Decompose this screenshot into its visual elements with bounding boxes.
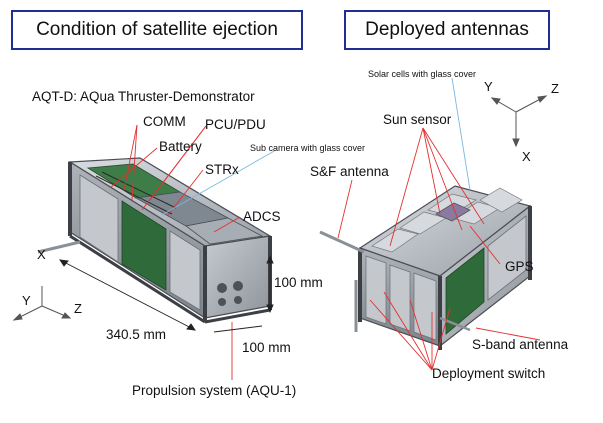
left-axis-z-label: Z bbox=[74, 301, 82, 316]
label-deployment-switch: Deployment switch bbox=[432, 366, 546, 381]
left-dimension-lines bbox=[59, 254, 274, 333]
label-adcs: ADCS bbox=[243, 209, 281, 224]
right-sat-side-panel bbox=[389, 264, 411, 332]
right-sat-side-panel bbox=[413, 272, 437, 341]
label-gps: GPS bbox=[505, 259, 534, 274]
left-sat-side-panel bbox=[169, 230, 201, 311]
right-axis-z-label: Z bbox=[551, 81, 559, 96]
label-comm: COMM bbox=[143, 114, 186, 129]
label-width-100mm: 100 mm bbox=[242, 340, 291, 355]
left-sat-end-face bbox=[204, 235, 271, 319]
left-sat-thruster-port bbox=[217, 283, 227, 293]
left-sat-solar-panel bbox=[121, 200, 167, 291]
right-satellite bbox=[319, 185, 532, 350]
label-battery: Battery bbox=[159, 139, 202, 154]
right-sat-end-panel bbox=[487, 215, 527, 301]
label-height-100mm: 100 mm bbox=[274, 275, 323, 290]
caption-aqt-d: AQT-D: AQua Thruster-Demonstrator bbox=[32, 89, 255, 104]
label-solar-cells: Solar cells with glass cover bbox=[368, 69, 477, 79]
left-axis-y-label: Y bbox=[22, 293, 31, 308]
right-axis-triad bbox=[490, 95, 548, 148]
right-sat-solar-panel bbox=[445, 247, 485, 335]
left-sat-adcs-module bbox=[185, 217, 264, 245]
left-sat-thruster-port bbox=[233, 281, 243, 291]
right-leader-lines bbox=[337, 127, 541, 371]
label-sun-sensor: Sun sensor bbox=[383, 112, 452, 127]
label-strx: STRx bbox=[205, 162, 239, 177]
left-sat-harness bbox=[101, 171, 177, 209]
right-axis-y-label: Y bbox=[484, 79, 493, 94]
right-sat-sun-sensor-pad bbox=[435, 202, 471, 222]
right-sat-side-panel bbox=[365, 255, 387, 325]
left-sat-stowed-antenna bbox=[37, 240, 81, 254]
left-axis-x-label: X bbox=[37, 247, 46, 262]
left-sat-rail bbox=[204, 308, 271, 324]
right-sat-solar-cell bbox=[479, 187, 523, 213]
left-sat-rail bbox=[69, 234, 206, 324]
left-sat-thruster-port bbox=[218, 298, 226, 306]
left-sat-side-panel bbox=[79, 174, 119, 263]
right-s-band-antenna bbox=[439, 316, 471, 332]
label-length-340mm: 340.5 mm bbox=[106, 327, 167, 342]
title-deployed-antennas: Deployed antennas bbox=[344, 10, 550, 50]
left-axis-triad bbox=[12, 286, 72, 321]
label-s-band-antenna: S-band antenna bbox=[472, 337, 569, 352]
right-sf-antenna bbox=[319, 230, 365, 254]
right-axis-x-label: X bbox=[522, 149, 531, 164]
label-sub-camera: Sub camera with glass cover bbox=[250, 143, 366, 153]
title-condition-of-ejection: Condition of satellite ejection bbox=[11, 10, 303, 50]
left-sub-camera-leader bbox=[161, 149, 277, 216]
left-leader-lines bbox=[109, 124, 241, 380]
label-sf-antenna: S&F antenna bbox=[310, 164, 389, 179]
left-sat-thruster-port bbox=[234, 296, 242, 304]
label-pcu-pdu: PCU/PDU bbox=[205, 117, 266, 132]
right-solar-cells-leader bbox=[451, 77, 471, 191]
left-sat-harness bbox=[95, 175, 173, 215]
left-satellite bbox=[37, 157, 272, 324]
label-propulsion: Propulsion system (AQU-1) bbox=[132, 383, 297, 398]
right-sat-solar-cell bbox=[371, 228, 419, 253]
